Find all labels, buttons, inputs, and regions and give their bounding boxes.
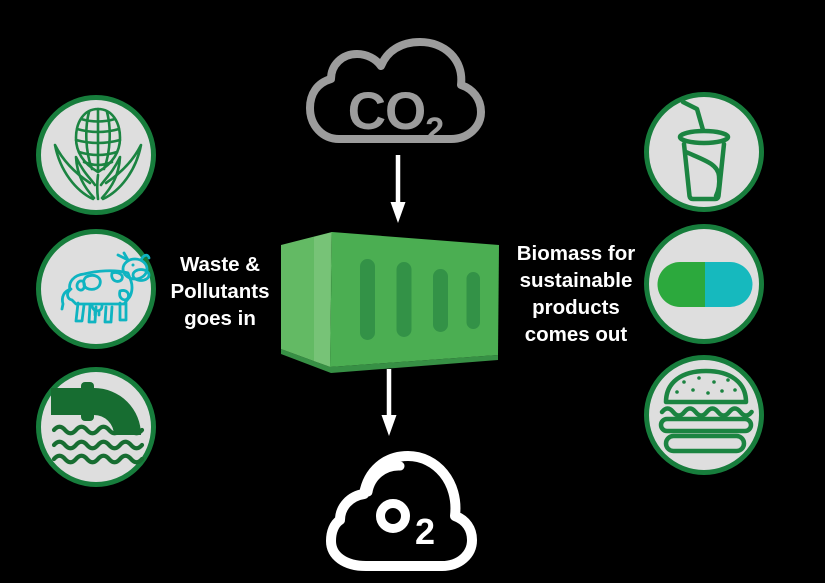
burger-lettuce [659, 406, 754, 418]
down-arrow-icon [390, 155, 406, 223]
co2-label-subscript: 2 [425, 111, 445, 149]
pill-capsule-badge [644, 224, 764, 344]
cow-eye [131, 263, 135, 267]
burger-seeds [675, 376, 737, 395]
left-caption-line-3: goes in [184, 307, 256, 330]
shipping-container-icon [281, 232, 499, 373]
burger-icon [658, 368, 754, 454]
corn-cob [74, 107, 122, 174]
pill-capsule-icon [657, 262, 753, 307]
drink-cup-icon [677, 99, 731, 202]
straw [680, 99, 706, 133]
right-caption-line-1: Biomass for [516, 242, 636, 265]
pipe [51, 382, 141, 435]
burger-top-bun [663, 368, 749, 405]
drink-cup-badge [644, 92, 764, 212]
o2-cloud-outline [326, 451, 477, 571]
burger-patty [658, 416, 754, 434]
cup-swirl [683, 149, 722, 199]
cup-body [681, 141, 727, 202]
o2-letter-ring [376, 499, 410, 533]
co2-label-main: CO [347, 82, 426, 141]
cow-outline [60, 251, 151, 324]
cup-lid [677, 128, 731, 146]
co2-cloud-icon [306, 38, 485, 143]
container-bottom-face [281, 349, 498, 373]
container-side-stripe [314, 232, 331, 367]
arrow-head [390, 202, 406, 223]
container-rib [433, 269, 448, 332]
cup [677, 99, 731, 202]
container-rib [466, 272, 480, 329]
pill-left-half [657, 262, 705, 307]
right-caption-line-2: sustainable [519, 269, 633, 292]
left-caption-line-1: Waste & [179, 253, 261, 276]
container-rib [396, 262, 412, 337]
o2-label-subscript: 2 [415, 511, 435, 552]
burger-bottom-bun [663, 433, 747, 454]
right-caption-line-3: products [532, 296, 620, 319]
cloud-shine-arc [363, 461, 405, 497]
cow-badge [36, 229, 156, 349]
right-caption-line-4: comes out [524, 323, 628, 346]
arrow-head [381, 415, 397, 436]
left-caption: Waste & Pollutants goes in [158, 251, 282, 332]
down-arrow-icon [381, 369, 397, 436]
corn-badge [36, 95, 156, 215]
right-caption: Biomass for sustainable products comes o… [506, 240, 646, 348]
cow-spots [75, 271, 130, 302]
co2-label: CO2 [303, 82, 489, 147]
sewage-pipe-icon [51, 382, 145, 465]
burger-badge [644, 355, 764, 475]
o2-cloud-icon: 2 [326, 451, 477, 571]
left-caption-line-2: Pollutants [170, 280, 270, 303]
pill-right-half [705, 262, 753, 307]
burger-outline [658, 368, 754, 454]
sewage-pipe-badge [36, 367, 156, 487]
container-rib [360, 259, 375, 340]
cow-icon [60, 251, 151, 324]
co2-cloud-outline [306, 38, 485, 143]
corn-icon [53, 107, 143, 201]
corn-husk-leaves [53, 143, 143, 201]
